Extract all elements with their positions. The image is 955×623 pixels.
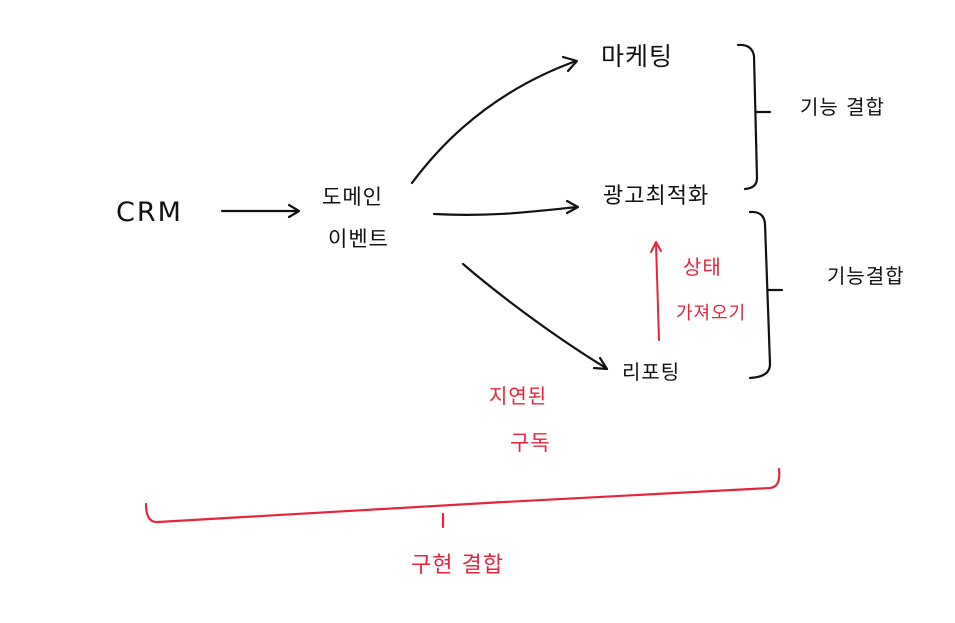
label-delayed-line1: 지연된 [489,384,548,408]
arrow-domain-event-to-marketing [410,55,579,185]
label-delayed-line2: 구독 [510,431,551,455]
label-state-line2: 가져오기 [676,303,747,324]
arrow-domain-event-to-reporting [461,262,609,371]
node-domain-event-line1: 도메인 [322,185,383,209]
label-functional-coupling-top: 기능 결합 [800,95,885,119]
node-crm: CRM [116,197,183,228]
label-functional-coupling-bottom: 기능결합 [827,264,905,288]
node-reporting: 리포팅 [622,360,681,384]
label-implementation-coupling: 구현 결합 [411,553,504,578]
node-marketing: 마케팅 [601,42,674,71]
node-domain-event-line2: 이벤트 [328,227,389,251]
label-state-line1: 상태 [683,255,722,279]
arrow-state-fetch [650,241,662,341]
arrow-domain-event-to-ad-optimization [432,199,580,216]
bracket-implementation-coupling [144,467,781,524]
bracket-functional-coupling-top [736,43,759,191]
arrow-crm-to-domain-event [220,203,301,219]
bracket-functional-coupling-bottom [748,210,772,380]
node-ad-optimization: 광고최적화 [603,184,710,209]
